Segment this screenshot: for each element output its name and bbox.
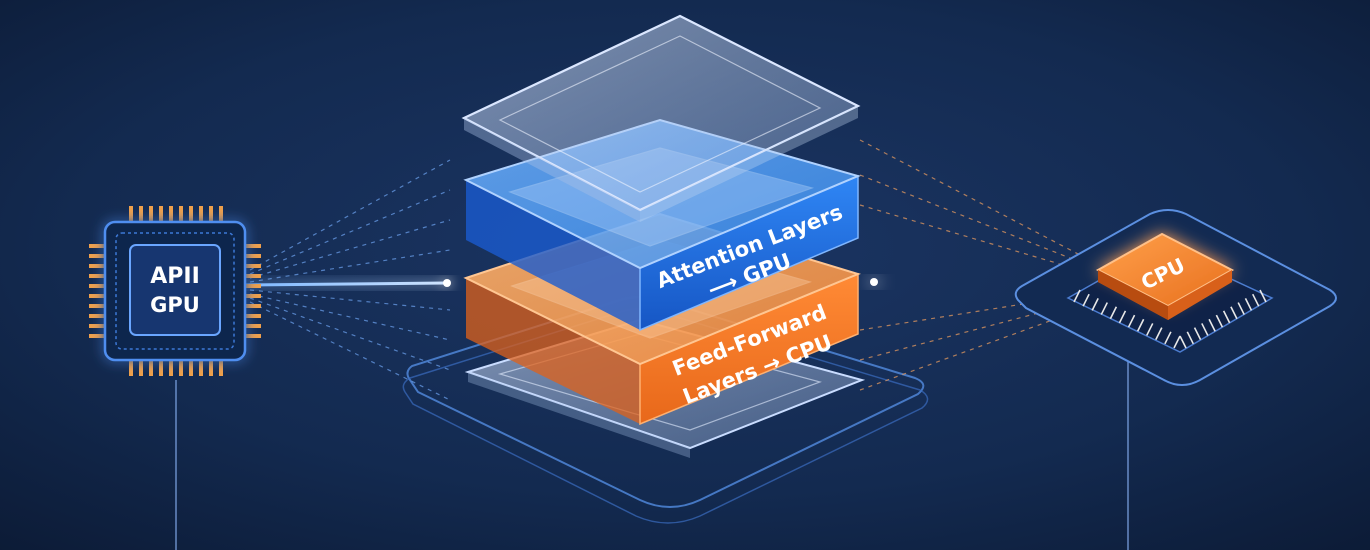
cpu-pin [1179,335,1187,349]
cpu-pin [1186,331,1194,345]
cpu-pin [1222,310,1231,324]
gpu-pin [89,244,105,248]
gpu-beam [244,279,451,287]
gpu-pin [219,360,223,376]
gpu-pin [169,206,173,222]
cpu-pin [1118,310,1127,324]
gpu-pin [89,254,105,258]
gpu-pin [189,360,193,376]
cpu-pin [1237,302,1245,315]
cpu-chip-pins [1073,289,1267,349]
cpu-pin [1100,302,1108,315]
cpu-pin [1193,327,1202,340]
gpu-pin [159,360,163,376]
gpu-pin [245,284,261,288]
cpu-pin [1127,314,1136,328]
gpu-pin [199,360,203,376]
cpu-chip: CPU [1014,209,1337,386]
gpu-pin [245,254,261,258]
cpu-pin [1173,335,1181,349]
gpu-pin [89,314,105,318]
cpu-pin [1073,289,1081,303]
gpu-pin [139,360,143,376]
gpu-chip-pins [89,206,261,376]
gpu-pin [89,274,105,278]
cpu-pin [1146,323,1154,336]
gpu-pin [245,324,261,328]
cpu-pin [1259,289,1267,303]
cpu-pin [1252,293,1260,307]
cpu-pin [1164,331,1172,345]
gpu-pin [89,294,105,298]
cpu-pin [1082,293,1090,307]
gpu-pin [209,360,213,376]
gpu-pin [89,264,105,268]
gpu-pin [245,334,261,338]
gpu-pin [159,206,163,222]
gpu-pin [245,244,261,248]
cpu-pin [1109,306,1118,320]
cpu-pin [1091,298,1099,311]
gpu-pin [189,206,193,222]
gpu-pin [149,360,153,376]
gpu-pin [209,206,213,222]
gpu-pin [219,206,223,222]
gpu-pin [245,294,261,298]
stack-base-platform [402,296,929,524]
cpu-pin [1230,306,1238,320]
gpu-pin [245,304,261,308]
cpu-pin [1155,327,1163,340]
gpu-chip: APII GPU [89,206,261,376]
gpu-pin [199,206,203,222]
cpu-pin [1136,318,1145,332]
gpu-pin [129,206,133,222]
gpu-chip-label-line1: APII [150,264,200,289]
gpu-pin [89,334,105,338]
gpu-pin [139,206,143,222]
gpu-pin [245,264,261,268]
gpu-pin [89,304,105,308]
cpu-pin [1215,314,1224,328]
gpu-pin [179,206,183,222]
gpu-pin [149,206,153,222]
gpu-pin [169,360,173,376]
gpu-pin [89,324,105,328]
top-glass-layer [461,14,861,222]
gpu-pin [129,360,133,376]
gpu-pin [245,274,261,278]
gpu-pin [245,314,261,318]
gpu-chip-label-line2: GPU [150,293,200,317]
gpu-pin [89,284,105,288]
cpu-pin [1244,298,1253,311]
gpu-pin [179,360,183,376]
cpu-pin [1208,318,1216,332]
gpu-dashed-beams [249,159,451,401]
cpu-pin [1201,323,1209,336]
